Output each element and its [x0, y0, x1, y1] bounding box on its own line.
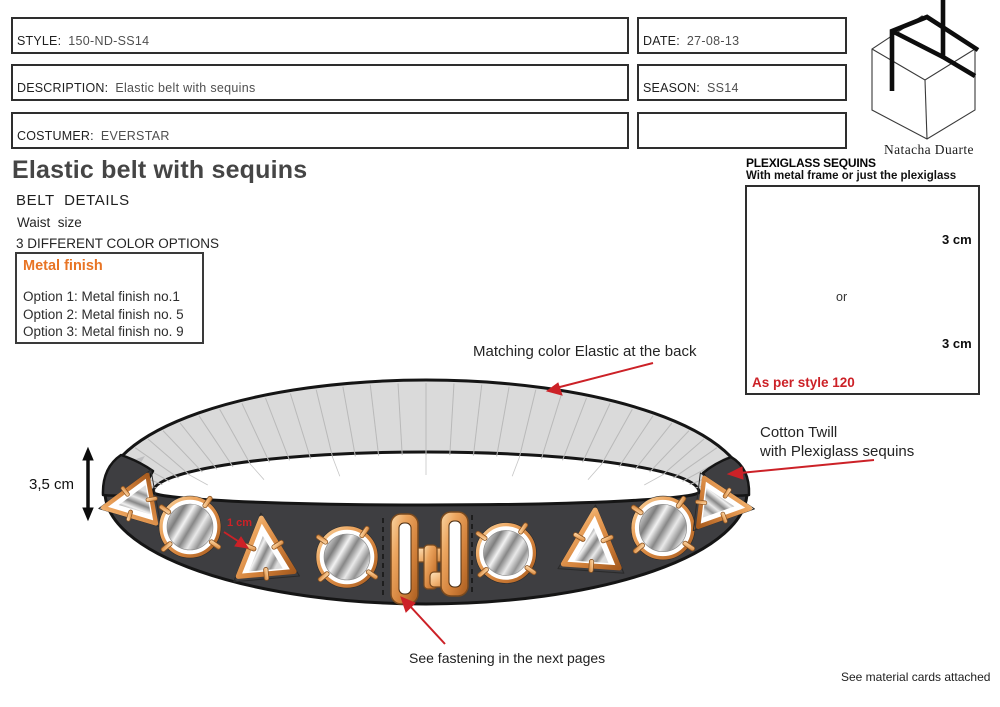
brand-logo-mark — [871, 0, 980, 140]
metal-finish-box: Metal finish Option 1: Metal finish no.1… — [15, 252, 204, 344]
field-label: COSTUMER: — [17, 129, 94, 143]
field-value: SS14 — [706, 81, 739, 95]
front-annotation: Cotton Twill with Plexiglass sequins — [760, 423, 914, 461]
style-note: As per style 120 — [752, 375, 855, 390]
triangle-size-label: 3 cm — [942, 232, 972, 247]
material-cards-note: See material cards attached — [841, 670, 991, 684]
or-label: or — [836, 290, 848, 304]
belt-drawing — [94, 378, 758, 606]
front-annotation-line2: with Plexiglass sequins — [760, 443, 915, 460]
metal-finish-option: Option 3: Metal finish no. 9 — [23, 324, 184, 339]
front-annotation-line1: Cotton Twill — [760, 424, 838, 441]
elastic-annotation: Matching color Elastic at the back — [473, 343, 697, 360]
sequin-gap-label: 1 cm — [227, 517, 253, 529]
field-box-description: DESCRIPTION: Elastic belt with sequins — [11, 64, 629, 101]
sequins-panel-subheading: With metal frame or just the plexiglass — [746, 170, 957, 182]
circle-size-label: 3 cm — [942, 336, 972, 351]
field-label: SEASON: — [643, 81, 700, 95]
metal-finish-option: Option 1: Metal finish no.1 — [23, 289, 180, 304]
waist-size-label: Waist size — [17, 215, 82, 230]
field-value: 27-08-13 — [686, 34, 740, 48]
field-box-style: STYLE: 150-ND-SS14 — [11, 17, 629, 54]
field-value: EVERSTAR — [100, 129, 170, 143]
field-value: Elastic belt with sequins — [115, 81, 256, 95]
page-title: Elastic belt with sequins — [12, 156, 308, 184]
field-box-date: DATE: 27-08-13 — [637, 17, 847, 54]
brand-name: Natacha Duarte — [884, 142, 974, 157]
field-label: DESCRIPTION: — [17, 81, 109, 95]
sequins-panel-heading: PLEXIGLASS SEQUINS — [746, 156, 876, 170]
belt-clasp — [382, 511, 473, 605]
belt-height-arrow — [82, 446, 94, 522]
belt-height-label: 3,5 cm — [29, 476, 75, 493]
metal-finish-option: Option 2: Metal finish no. 5 — [23, 306, 184, 322]
color-options-label: 3 DIFFERENT COLOR OPTIONS — [16, 236, 220, 251]
red-arrows — [223, 362, 875, 645]
annotation-arrows — [82, 362, 875, 645]
metal-finish-heading: Metal finish — [23, 258, 103, 274]
field-label: DATE: — [643, 34, 680, 48]
field-value: 150-ND-SS14 — [68, 34, 150, 48]
field-box-empty — [637, 112, 847, 149]
fastening-annotation: See fastening in the next pages — [409, 650, 606, 666]
sequins-panel-box — [745, 185, 980, 395]
field-box-costumer: COSTUMER: EVERSTAR — [11, 112, 629, 149]
field-box-season: SEASON: SS14 — [637, 64, 847, 101]
field-label: STYLE: — [17, 34, 62, 48]
section-heading: BELT DETAILS — [16, 192, 130, 209]
